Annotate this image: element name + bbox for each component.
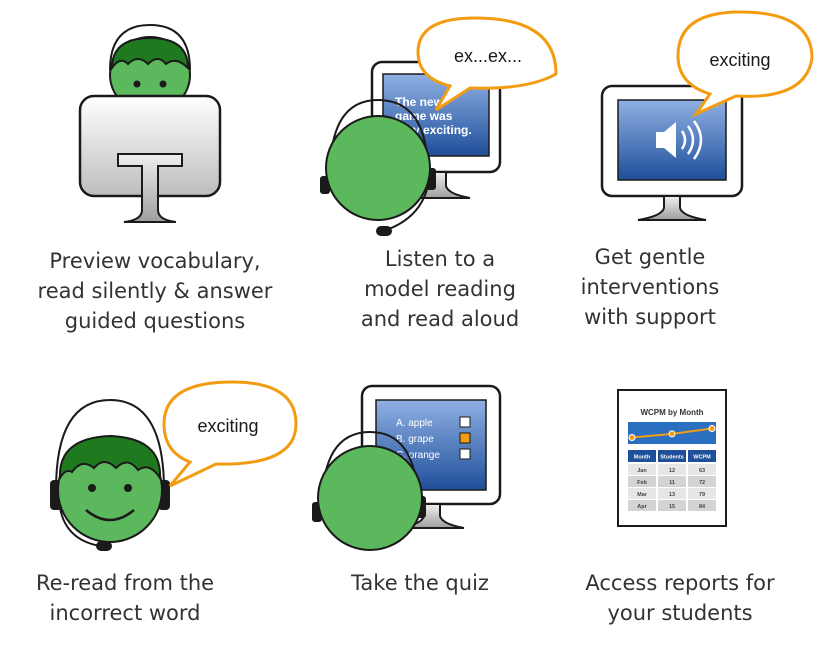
report-cell: [688, 500, 716, 511]
step-quiz: A. apple B. grape C. orange Take the qui…: [300, 340, 560, 646]
step-quiz-caption: Take the quiz: [351, 571, 489, 595]
speech-bubble: [676, 10, 814, 118]
student-face-speaking-illustration: exciting: [50, 380, 298, 551]
speech-bubble: [162, 380, 298, 488]
report-cell-text: Apr: [637, 504, 647, 510]
report-cell: [628, 464, 656, 475]
report-cell-text: 84: [699, 504, 706, 510]
speech-bubble-text: exciting: [197, 416, 258, 436]
report-cell: [658, 500, 686, 511]
report-trend-line: [628, 425, 716, 441]
report-header-text: Month: [634, 455, 651, 461]
report-header-cell: [628, 450, 656, 462]
quiz-option[interactable]: B. grape: [396, 432, 471, 445]
speaker-icon: [656, 120, 703, 160]
report-header-cell: [688, 450, 716, 462]
report-cell-text: 11: [669, 480, 675, 486]
report-header-text: WCPM: [693, 455, 711, 461]
quiz-checkbox[interactable]: [459, 448, 471, 460]
student-head: [317, 445, 423, 551]
student-monitor-quiz-illustration: A. apple B. grape C. orange: [312, 384, 502, 551]
screen-line: game was: [395, 109, 453, 123]
speech-bubble-text: exciting: [709, 50, 770, 70]
svg-text:C. orange: C. orange: [396, 450, 440, 461]
report-cell-text: 79: [699, 492, 705, 498]
step-listen: The new game was very exciting. ex...ex.…: [300, 0, 560, 340]
report-cell-text: 13: [669, 492, 675, 498]
trend-point: [708, 425, 716, 432]
quiz-checkbox-selected[interactable]: [459, 432, 471, 444]
svg-text:A. apple: A. apple: [396, 418, 433, 429]
step-listen-caption: Listen to a model reading and read aloud: [360, 247, 520, 331]
report-cell: [628, 500, 656, 511]
headset-mic: [376, 226, 392, 236]
report-document-illustration: WCPM by Month Month Students WCPM Jan 12 63Fe…: [617, 389, 727, 527]
report-cell: [628, 488, 656, 499]
student-hair: [110, 36, 190, 72]
quiz-option[interactable]: C. orange: [396, 448, 471, 461]
report-header-cell: [658, 450, 686, 462]
report-cell-text: Mar: [637, 492, 648, 498]
speech-bubble-text: ex...ex...: [454, 46, 522, 66]
svg-text:B. grape: B. grape: [396, 434, 434, 445]
monitor-stand: [637, 195, 707, 221]
report-cell-text: Feb: [637, 480, 647, 486]
step-reports-caption: Access reports for your students: [585, 571, 775, 625]
step-interventions-caption: Get gentle interventions with support: [580, 245, 720, 329]
report-cell: [658, 476, 686, 487]
report-cell: [658, 488, 686, 499]
report-cell: [688, 488, 716, 499]
report-cell-text: 15: [669, 504, 675, 510]
screen-line: The new: [395, 95, 444, 109]
student-monitor-listen-illustration: The new game was very exciting. ex...ex.…: [320, 16, 558, 236]
monitor-speaker-illustration: exciting: [600, 10, 814, 221]
report-cell-text: 12: [669, 468, 675, 474]
speech-bubble: [416, 16, 558, 112]
report-cell: [688, 464, 716, 475]
report-cell-text: 72: [699, 480, 705, 486]
trend-point: [668, 430, 676, 438]
student-hair: [58, 434, 162, 482]
report-cell: [628, 476, 656, 487]
trend-point: [628, 434, 636, 441]
student-behind-monitor-illustration: [78, 23, 222, 223]
step-preview: Preview vocabulary, read silently & answ…: [0, 0, 273, 340]
quiz-checkbox[interactable]: [459, 416, 471, 428]
monitor-stand: [399, 503, 465, 529]
monitor-stand: [117, 153, 183, 223]
report-header-text: Students: [660, 455, 684, 461]
report-cell-text: Jan: [637, 468, 647, 474]
report-cell: [688, 476, 716, 487]
report-title: WCPM by Month: [640, 408, 703, 417]
step-reread-caption: Re-read from the incorrect word: [35, 571, 215, 625]
student-head: [325, 115, 431, 221]
headset-mic: [96, 541, 112, 551]
step-reread: exciting Re-read from the incorrect word: [0, 340, 300, 646]
report-cell: [658, 464, 686, 475]
report-cell-text: 63: [699, 468, 705, 474]
step-preview-caption: Preview vocabulary, read silently & answ…: [37, 249, 273, 333]
step-interventions: exciting Get gentle interventions with s…: [560, 0, 820, 340]
quiz-option[interactable]: A. apple: [396, 416, 471, 429]
